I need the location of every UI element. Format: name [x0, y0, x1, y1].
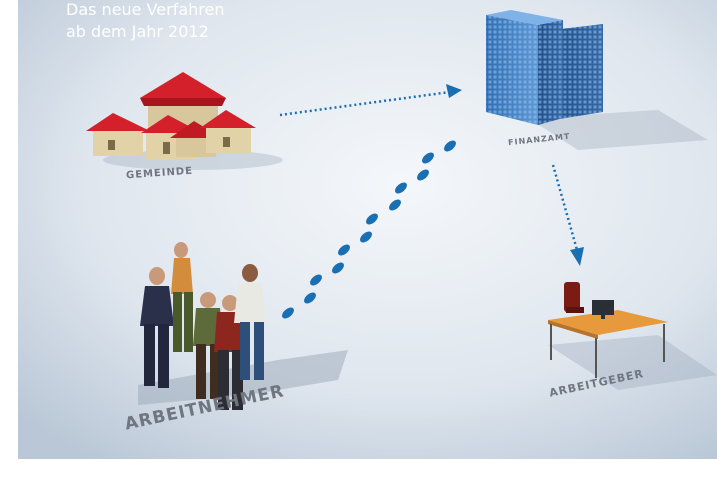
arrow-finanzamt-arbeitgeber	[551, 164, 584, 266]
arbeitnehmer-people	[138, 242, 348, 410]
caption-line-1: Das neue Verfahren	[66, 0, 225, 19]
gemeinde-houses	[86, 72, 283, 170]
diagram-scene: Das neue Verfahren ab dem Jahr 2012 GEME…	[18, 0, 717, 459]
caption-line-2: ab dem Jahr 2012	[66, 22, 209, 41]
arbeitgeber-desk	[548, 282, 717, 390]
arrow-gemeinde-finanzamt	[279, 84, 462, 117]
scene-background	[18, 0, 717, 459]
scene-svg	[18, 0, 717, 459]
finanzamt-towers	[486, 10, 708, 150]
footprint-trail	[282, 140, 456, 319]
